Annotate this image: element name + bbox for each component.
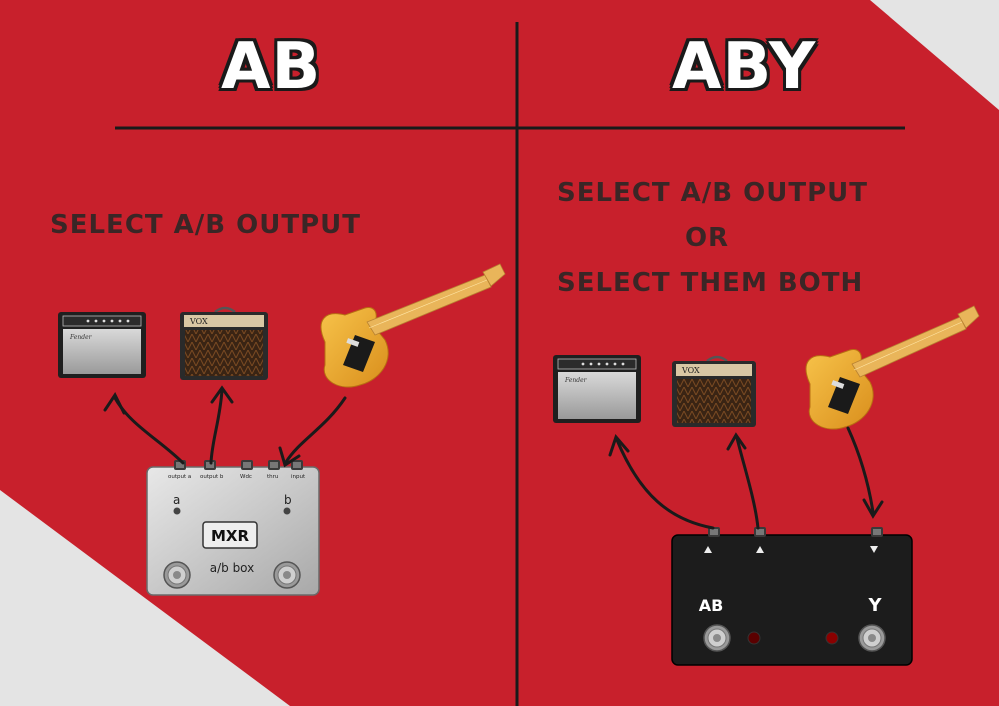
- svg-text:VOX: VOX: [189, 317, 208, 326]
- jack-label-input: input: [291, 474, 306, 480]
- jack-label-wdc: Wdc: [240, 474, 252, 480]
- jack-label-thru: thru: [267, 474, 278, 480]
- aby-label-y: Y: [867, 595, 882, 616]
- svg-text:Fender: Fender: [69, 334, 93, 341]
- mxr-logo: MXR: [211, 527, 249, 545]
- aby-box: [671, 527, 913, 666]
- mxr-led-a-label: a: [173, 493, 180, 507]
- combo-amp-icon: Fender: [553, 355, 641, 423]
- vox-amp-icon: VOX: [672, 355, 756, 427]
- arrow-icon: [615, 438, 715, 530]
- jack-label-output-a: output a: [168, 474, 191, 480]
- arrow-icon: [209, 388, 224, 465]
- ab-description: SELECT A/B OUTPUT: [50, 210, 362, 240]
- arrow-icon: [735, 436, 760, 530]
- section-title-aby: ABY: [672, 30, 817, 104]
- telecaster-guitar-icon: [320, 263, 506, 388]
- aby-description-line2: OR: [684, 223, 730, 253]
- jack-label-output-b: output b: [200, 474, 224, 480]
- aby-label-ab: AB: [699, 596, 724, 615]
- svg-text:Fender: Fender: [564, 377, 588, 384]
- section-title-ab: AB: [221, 30, 322, 104]
- arrow-icon: [284, 396, 347, 464]
- aby-description-line1: SELECT A/B OUTPUT: [557, 178, 869, 208]
- vox-amp-icon: VOX: [180, 306, 268, 380]
- mxr-led-b-label: b: [284, 493, 292, 507]
- svg-text:VOX: VOX: [681, 366, 700, 375]
- combo-amp-icon: Fender: [58, 312, 146, 378]
- mxr-ab-box: [146, 460, 320, 596]
- mxr-model-label: a/b box: [210, 561, 255, 575]
- telecaster-guitar-icon: [805, 305, 980, 430]
- arrow-icon: [846, 426, 875, 514]
- aby-description-line3: SELECT THEM BOTH: [557, 268, 864, 298]
